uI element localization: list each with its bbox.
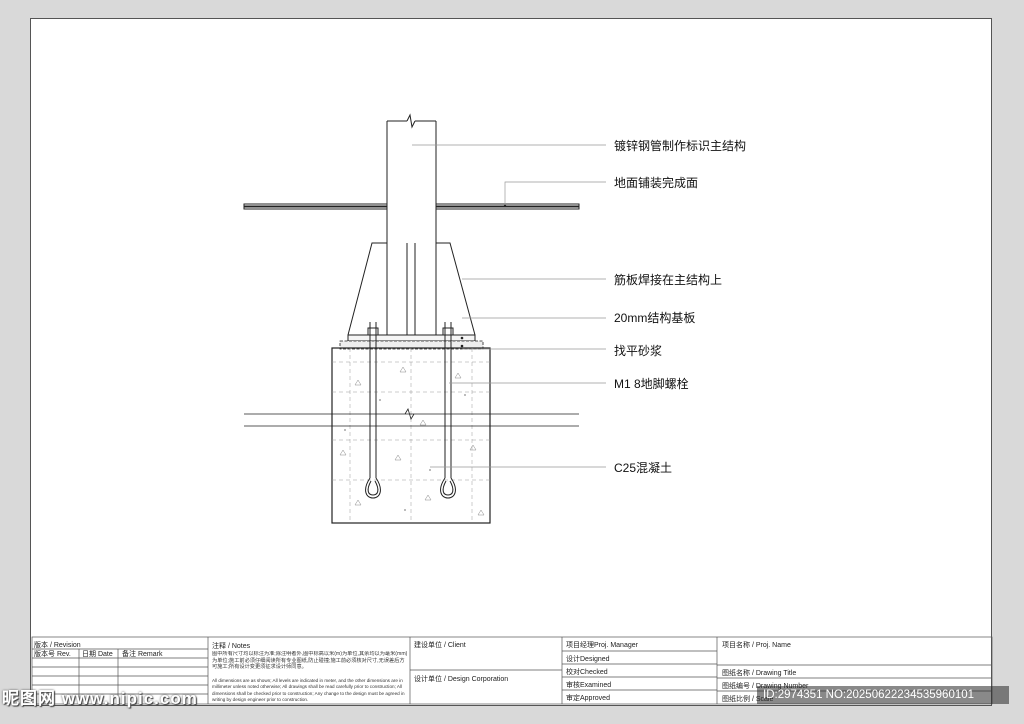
rev-no-header: 版本号 Rev.	[34, 651, 71, 658]
callout-base-plate: 20mm结构基板	[614, 311, 696, 325]
drawing-sheet	[30, 18, 992, 706]
callout-leveling-mortar: 找平砂浆	[614, 344, 663, 358]
remark-header: 备注 Remark	[122, 651, 163, 658]
callout-anchor-bolt: M1 8地脚螺栓	[614, 377, 689, 391]
leveling-mortar	[339, 340, 484, 350]
examined-label: 审核Examined	[566, 682, 612, 689]
callout-paving-surface: 地面铺装完成面	[614, 176, 699, 190]
concrete-block	[331, 347, 491, 524]
client-label: 建设单位 / Client	[414, 642, 466, 649]
revision-label: 版本 / Revision	[34, 642, 81, 649]
callout-stiffener: 筋板焊接在主结构上	[614, 273, 723, 287]
drawing-title-label: 图纸名称 / Drawing Title	[722, 670, 797, 677]
design-corporation-label: 设计单位 / Design Corporation	[414, 676, 509, 683]
stiffener-plates	[347, 242, 476, 336]
project-name-label: 项目名称 / Proj. Name	[722, 642, 791, 649]
steel-pipe	[386, 113, 437, 335]
checked-label: 校对Checked	[566, 669, 608, 676]
base-plate	[347, 334, 476, 342]
site-watermark: 昵图网 www.nipic.com	[2, 689, 198, 708]
notes-title: 注释 / Notes	[212, 643, 251, 650]
section-break-line	[244, 408, 579, 427]
date-header: 日期 Date	[82, 651, 113, 658]
callout-concrete: C25混凝土	[614, 461, 673, 475]
image-id-watermark: ID:2974351 NO:20250622234535960101	[757, 686, 1009, 704]
notes-chinese: 图中所有尺寸均以标注为准;除注明者外,图中标高以米(m)为单位,其余均以为毫米(…	[212, 651, 408, 671]
manager-label: 项目经理Proj. Manager	[566, 642, 638, 649]
designed-label: 设计Designed	[566, 656, 610, 663]
paving-layer	[243, 203, 580, 210]
approved-label: 审定Approved	[566, 695, 610, 702]
leader-lines	[412, 144, 606, 468]
leader-dots	[460, 204, 507, 348]
anchor-bolts	[365, 322, 456, 499]
notes-english: All dimensions are as shown; All levels …	[212, 678, 405, 703]
callout-main-structure: 镀锌钢管制作标识主结构	[614, 139, 747, 153]
scale-label: 图纸比例 / Scale	[722, 696, 774, 703]
